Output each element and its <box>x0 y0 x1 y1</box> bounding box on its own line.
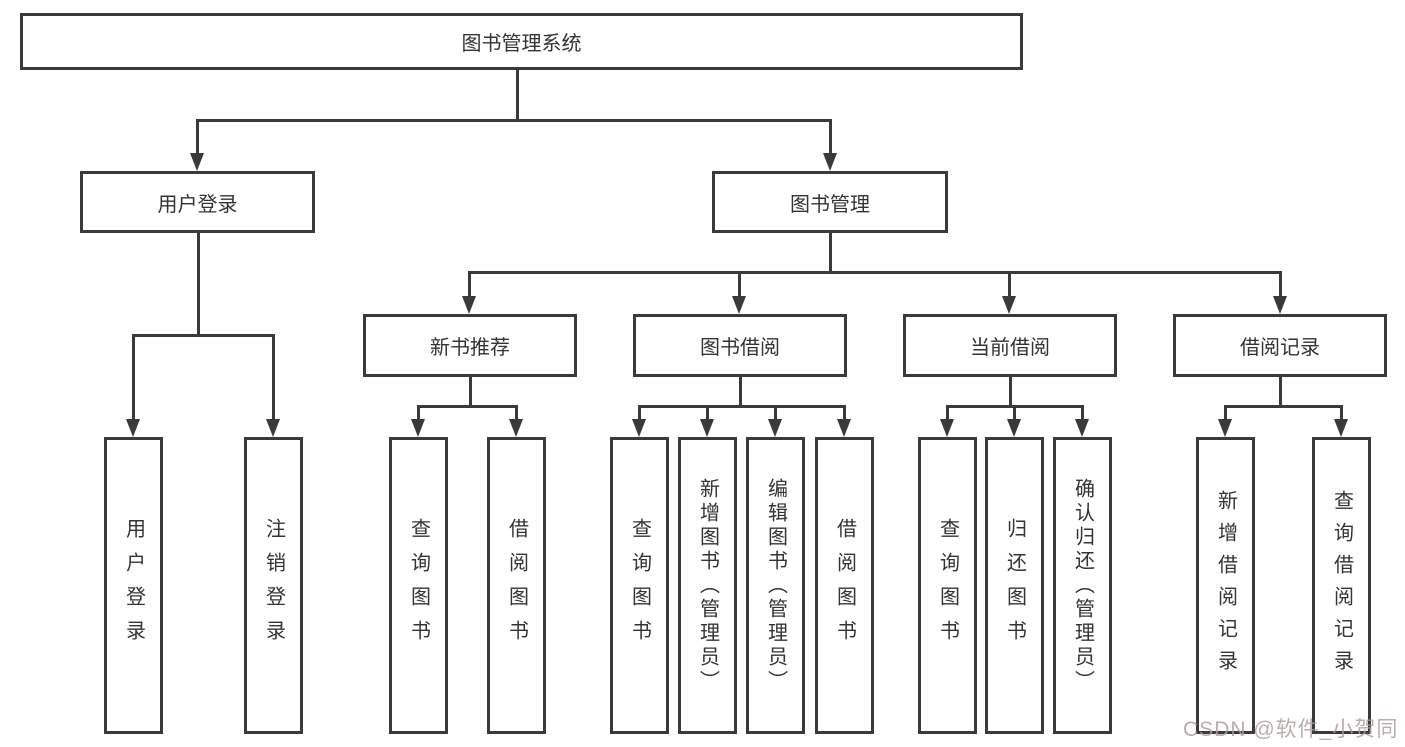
node-label: 借阅记录 <box>1240 337 1320 359</box>
node-label: 查询图书 <box>628 517 651 654</box>
arrowhead-icon <box>509 419 523 437</box>
node-label: 图书借阅 <box>700 337 780 359</box>
arrowhead-icon <box>632 419 646 437</box>
node-confirm-return-admin: 确认归还（管理员） <box>1053 437 1112 734</box>
node-user-login: 用户登录 <box>80 171 315 233</box>
node-label: 查询借阅记录 <box>1330 489 1353 682</box>
arrowhead-icon <box>462 296 476 314</box>
connector-line <box>638 405 845 408</box>
node-book-borrowing: 图书借阅 <box>633 314 847 377</box>
connector-line <box>417 405 518 408</box>
node-new-book-recommend: 新书推荐 <box>363 314 577 377</box>
connector-line <box>1224 405 1342 408</box>
arrowhead-icon <box>1334 419 1348 437</box>
node-label: 图书管理 <box>790 193 870 216</box>
arrowhead-icon <box>411 419 425 437</box>
watermark: CSDN @软件_小贺同学 <box>1183 718 1399 741</box>
arrowhead-icon <box>266 419 280 437</box>
connector-line <box>1013 405 1016 421</box>
node-label: 注销登录 <box>262 517 285 654</box>
node-borrow-books-leaf: 借阅图书 <box>815 437 874 734</box>
node-label: 新增借阅记录 <box>1214 489 1237 682</box>
node-label: 当前借阅 <box>970 337 1050 359</box>
node-label: 用户登录 <box>157 193 238 216</box>
node-query-books-current: 查询图书 <box>918 437 977 734</box>
node-label: 用户登录 <box>122 517 145 654</box>
arrowhead-icon <box>823 153 837 171</box>
node-query-books-recommend: 查询图书 <box>389 437 448 734</box>
arrowhead-icon <box>126 419 140 437</box>
node-label: 借阅图书 <box>505 517 528 654</box>
connector-line <box>638 405 641 421</box>
connector-line <box>197 231 200 337</box>
node-label: 查询图书 <box>407 517 430 654</box>
node-label: 归还图书 <box>1003 517 1026 654</box>
connector-line <box>774 405 777 421</box>
connector-line <box>1340 405 1343 421</box>
arrowhead-icon <box>1218 419 1232 437</box>
node-borrow-records: 借阅记录 <box>1173 314 1387 377</box>
connector-line <box>132 334 275 337</box>
node-book-management: 图书管理 <box>712 171 948 233</box>
node-library-system: 图书管理系统 <box>20 13 1023 70</box>
node-label: 借阅图书 <box>833 517 856 654</box>
connector-line <box>417 405 420 421</box>
arrowhead-icon <box>1075 419 1089 437</box>
node-query-borrow-record: 查询借阅记录 <box>1312 437 1371 734</box>
node-add-books-admin: 新增图书（管理员） <box>678 437 737 734</box>
node-label: 确认归还（管理员） <box>1071 477 1094 694</box>
connector-line <box>468 271 471 299</box>
arrowhead-icon <box>190 153 204 171</box>
arrowhead-icon <box>940 419 954 437</box>
connector-line <box>739 375 742 408</box>
arrowhead-icon <box>1002 296 1016 314</box>
connector-line <box>196 119 199 155</box>
connector-line <box>1081 405 1084 421</box>
node-add-borrow-record: 新增借阅记录 <box>1196 437 1255 734</box>
node-return-books: 归还图书 <box>985 437 1044 734</box>
node-current-borrowing: 当前借阅 <box>903 314 1117 377</box>
node-label: 新增图书（管理员） <box>696 477 719 694</box>
connector-line <box>516 68 519 119</box>
arrowhead-icon <box>1007 419 1021 437</box>
connector-line <box>515 405 518 421</box>
node-user-login-leaf: 用户登录 <box>104 437 163 734</box>
node-logout-leaf: 注销登录 <box>244 437 303 734</box>
connector-line <box>706 405 709 421</box>
node-label: 图书管理系统 <box>461 33 582 55</box>
connector-line <box>829 231 832 274</box>
node-label: 编辑图书（管理员） <box>764 477 787 694</box>
connector-line <box>469 375 472 408</box>
connector-line <box>1009 375 1012 408</box>
connector-line <box>468 271 1282 274</box>
connector-line <box>1279 271 1282 299</box>
arrowhead-icon <box>768 419 782 437</box>
connector-line <box>1224 405 1227 421</box>
connector-line <box>946 405 949 421</box>
connector-line <box>132 334 135 421</box>
connector-line <box>829 119 832 155</box>
connector-line <box>738 271 741 299</box>
node-edit-books-admin: 编辑图书（管理员） <box>746 437 805 734</box>
connector-line <box>272 334 275 421</box>
connector-line <box>843 405 846 421</box>
node-label: 查询图书 <box>936 517 959 654</box>
arrowhead-icon <box>1273 296 1287 314</box>
node-label: 新书推荐 <box>430 337 510 359</box>
arrowhead-icon <box>732 296 746 314</box>
connector-line <box>1008 271 1011 299</box>
connector-line <box>1279 375 1282 408</box>
connector-line <box>196 119 832 122</box>
arrowhead-icon <box>700 419 714 437</box>
arrowhead-icon <box>837 419 851 437</box>
node-borrow-books-recommend: 借阅图书 <box>487 437 546 734</box>
node-query-books-borrowing: 查询图书 <box>610 437 669 734</box>
